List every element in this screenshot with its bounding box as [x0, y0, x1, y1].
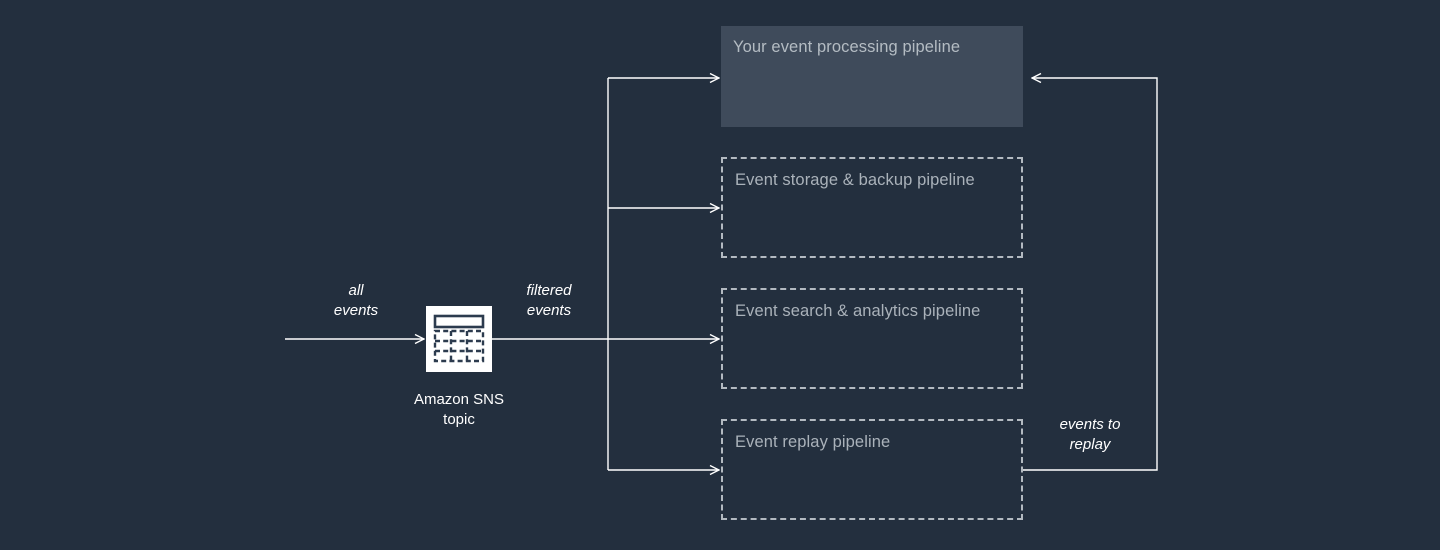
caption-filtered-events: filtered events — [526, 282, 572, 319]
pipeline-box-event-search-analytics[interactable]: Event search & analytics pipeline — [721, 288, 1023, 389]
caption-events-to-replay: events to replay — [1059, 416, 1121, 453]
amazon-sns-topic-node[interactable]: Amazon SNS topic — [414, 306, 504, 428]
pipeline-box-label: Your event processing pipeline — [733, 38, 961, 56]
caption-all-events: all events — [333, 282, 379, 319]
pipeline-box-label: Event storage & backup pipeline — [735, 171, 975, 189]
pipeline-box-event-storage-backup[interactable]: Event storage & backup pipeline — [721, 157, 1023, 258]
pipeline-box-event-replay[interactable]: Event replay pipeline — [721, 419, 1023, 520]
pipeline-box-event-processing[interactable]: Your event processing pipeline — [721, 26, 1023, 127]
amazon-sns-topic-icon — [426, 306, 492, 372]
wire-replay-return — [1023, 78, 1158, 471]
pipeline-box-label: Event search & analytics pipeline — [735, 302, 981, 320]
amazon-sns-topic-caption: Amazon SNS topic — [413, 391, 505, 428]
pipeline-box-label: Event replay pipeline — [735, 433, 891, 451]
